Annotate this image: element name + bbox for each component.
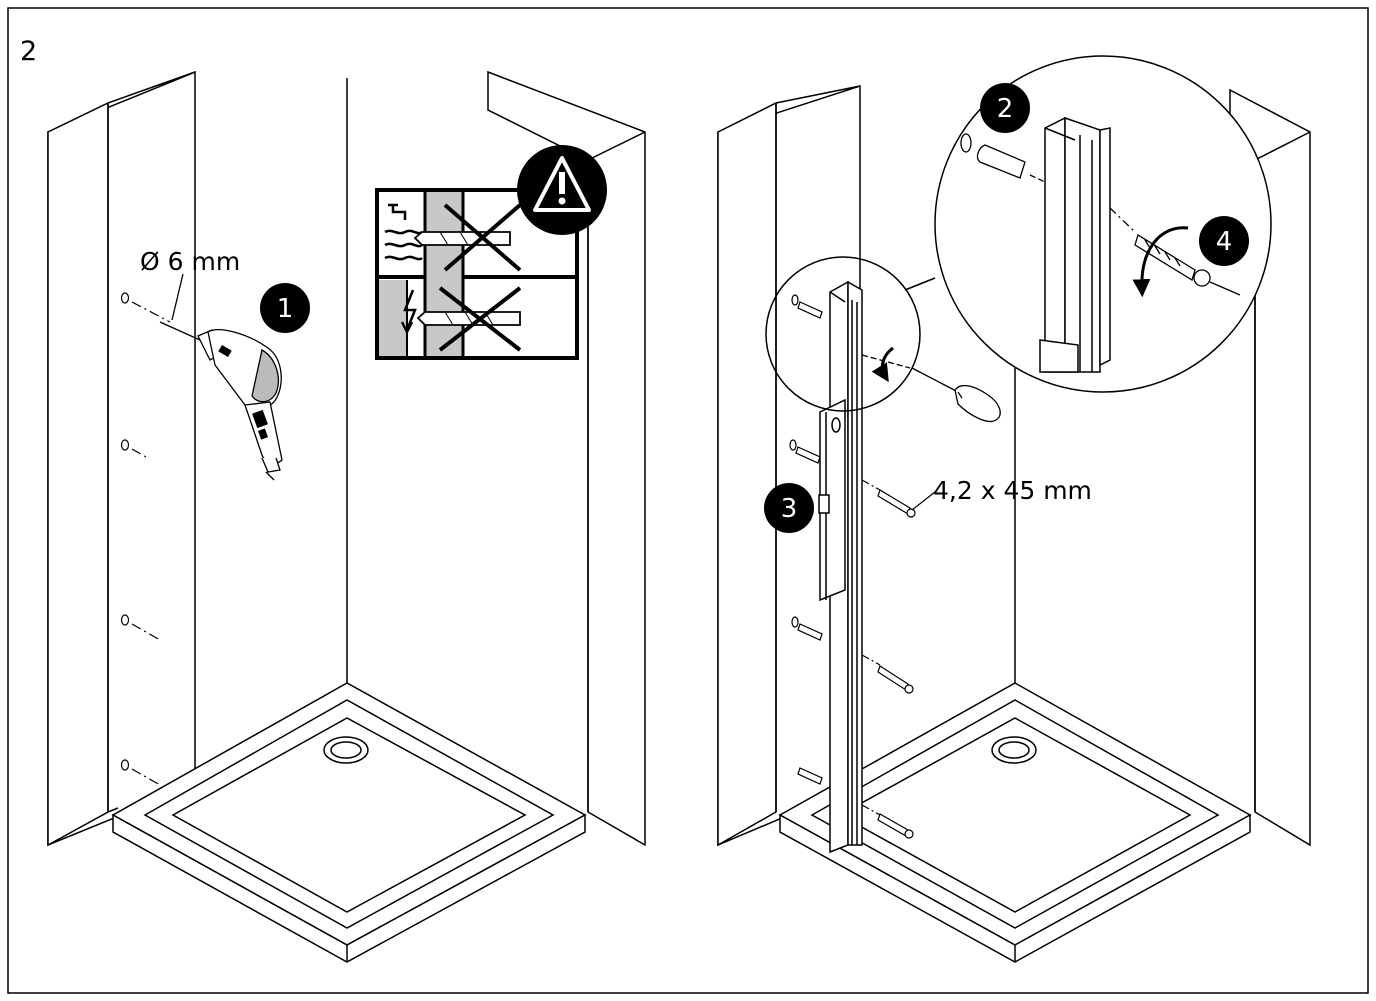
mounting-screws	[861, 479, 916, 839]
spirit-level-icon	[818, 398, 846, 602]
svg-text:3: 3	[781, 494, 798, 524]
rotate-arrow-small	[871, 346, 894, 383]
rotate-arrow-large	[1132, 226, 1189, 298]
prohibited-x-marks	[438, 203, 522, 352]
step-badge-4: 4	[1199, 216, 1249, 266]
warning-triangle-icon	[517, 145, 607, 235]
right-wall	[487, 70, 646, 847]
detail-circle-small	[765, 256, 921, 412]
magnifier-connector	[904, 277, 936, 291]
drill-bit-water	[413, 231, 511, 246]
shower-tray	[111, 682, 587, 963]
screw-size-label: 4,2 x 45 mm	[933, 476, 1092, 505]
step-badge-3: 3	[764, 483, 814, 533]
page-frame	[7, 7, 1369, 994]
step-badge-2: 2	[980, 83, 1030, 133]
svg-text:4: 4	[1216, 227, 1233, 257]
water-tap-icon	[384, 203, 423, 261]
drill-diameter-label: Ø 6 mm	[140, 247, 240, 276]
detail-profile-closeup	[1039, 116, 1111, 373]
screw-label-leader	[911, 491, 936, 511]
left-wall	[47, 70, 196, 847]
wall-plugs	[789, 294, 823, 785]
electric-drill-icon	[159, 273, 283, 481]
left-wall	[717, 84, 861, 847]
step-badge-1: 1	[260, 283, 310, 333]
svg-text:1: 1	[277, 294, 294, 324]
step-number: 2	[20, 36, 37, 67]
svg-text:2: 2	[997, 94, 1014, 124]
left-panel-drilling	[47, 70, 646, 963]
drill-holes	[120, 292, 171, 786]
screwdriver-icon	[861, 354, 1001, 422]
detail-wall-plug	[960, 133, 1046, 183]
lightning-bolt-icon	[400, 289, 417, 335]
right-panel-mounting	[717, 55, 1311, 963]
warning-panel	[375, 145, 607, 360]
shower-tray	[778, 682, 1252, 963]
drill-bit-electric	[416, 311, 521, 326]
